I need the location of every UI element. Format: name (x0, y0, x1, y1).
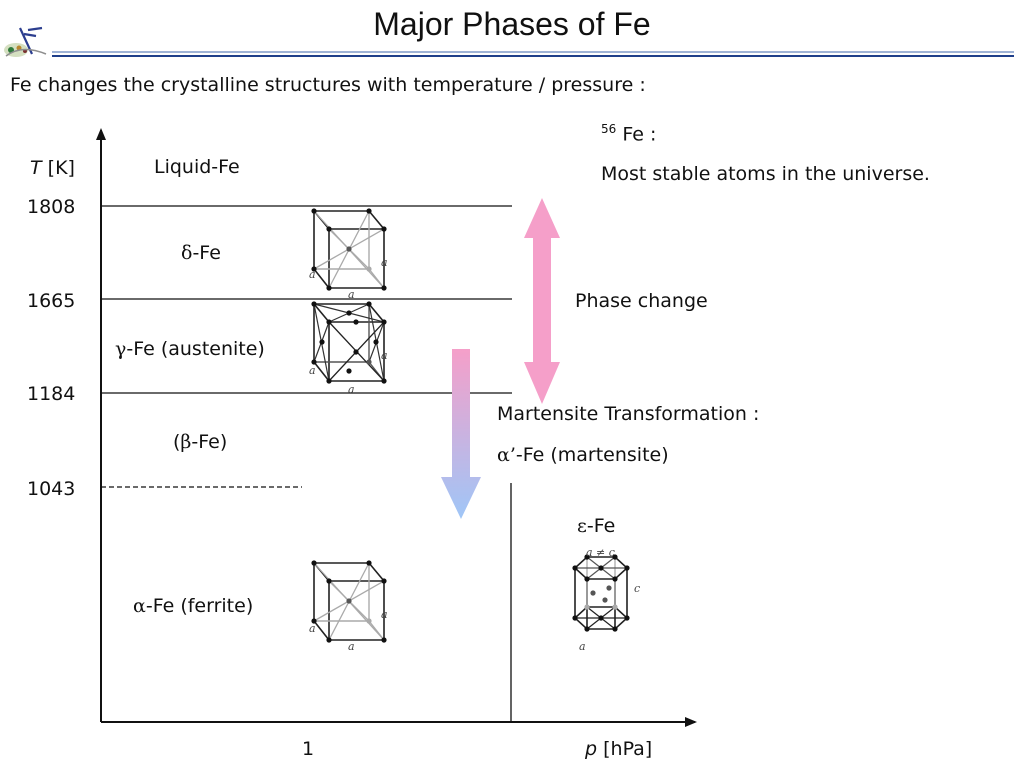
x-axis-symbol: p (585, 738, 598, 760)
fcc-cell-gamma (311, 301, 387, 384)
phase-label-alpha: α-Fe (ferrite) (133, 595, 253, 617)
delta-cell-label-right: a (381, 256, 388, 269)
hcp-cell-label-bottom: a (579, 640, 586, 653)
logo (2, 24, 50, 62)
y-axis-label: T [K] (30, 157, 75, 179)
y-axis-unit: [K] (47, 157, 75, 179)
isotope-note: Most stable atoms in the universe. (601, 163, 930, 185)
subtitle: Fe changes the crystalline structures wi… (10, 74, 646, 96)
epsilon-symbol: ε (577, 515, 587, 537)
martensite-symbol: α’ (497, 444, 516, 466)
bcc-cell-alpha (311, 560, 387, 643)
gamma-rest: -Fe (austenite) (126, 338, 265, 360)
martensite-arrow (441, 349, 481, 519)
logo-icon (4, 26, 47, 57)
gamma-cell-label-right: a (381, 349, 388, 362)
gamma-symbol: γ (115, 338, 127, 360)
beta-symbol: β (180, 431, 192, 453)
delta-cell-label-left: a (309, 268, 316, 281)
temp-tick-1808: 1808 (27, 196, 76, 218)
epsilon-rest: -Fe (586, 515, 616, 537)
temp-tick-1184: 1184 (27, 383, 76, 405)
hcp-cell-label-side: c (634, 582, 641, 595)
martensite-title: Martensite Transformation : (497, 403, 760, 425)
delta-rest: -Fe (192, 242, 221, 264)
gamma-cell-label-bottom: a (348, 383, 355, 396)
y-axis-symbol: T (30, 157, 42, 179)
alpha-symbol: α (133, 595, 146, 617)
alpha-cell-label-right: a (381, 608, 388, 621)
martensite-phase-label: α’-Fe (martensite) (497, 444, 669, 466)
isotope-symbol: Fe : (622, 123, 657, 146)
beta-open: ( (173, 431, 181, 453)
page-title: Major Phases of Fe (373, 6, 651, 42)
gamma-cell-label-left: a (309, 364, 316, 377)
temp-tick-1665: 1665 (27, 290, 76, 312)
phase-change-arrow (524, 198, 560, 404)
header-rule-dark (52, 55, 1014, 57)
alpha-rest: -Fe (ferrite) (145, 595, 254, 617)
phase-label-delta: δ-Fe (181, 242, 221, 264)
x-axis-unit: [hPa] (603, 738, 653, 760)
delta-cell-label-bottom: a (348, 288, 355, 301)
x-axis-label: p [hPa] (585, 738, 652, 760)
phase-label-epsilon: ε-Fe (577, 515, 615, 537)
phase-label-liquid: Liquid-Fe (154, 156, 240, 178)
x-axis-tick-1: 1 (302, 738, 315, 760)
bcc-cell-delta (311, 208, 387, 291)
beta-rest: -Fe) (191, 431, 228, 453)
martensite-rest: -Fe (martensite) (515, 444, 669, 466)
phase-label-beta: (β-Fe) (173, 431, 227, 453)
hcp-cell-epsilon (572, 554, 630, 632)
alpha-cell-label-left: a (309, 622, 316, 635)
alpha-cell-label-bottom: a (348, 640, 355, 653)
header-rule-light (52, 51, 1014, 53)
phase-change-label: Phase change (575, 290, 708, 312)
phase-label-gamma: γ-Fe (austenite) (115, 338, 265, 360)
isotope-mass: 56 (601, 122, 617, 136)
temp-tick-1043: 1043 (27, 478, 76, 500)
isotope-label: 56 Fe : (601, 122, 656, 145)
hcp-cell-label-top: a ≠ c (586, 546, 615, 559)
delta-symbol: δ (181, 242, 193, 264)
